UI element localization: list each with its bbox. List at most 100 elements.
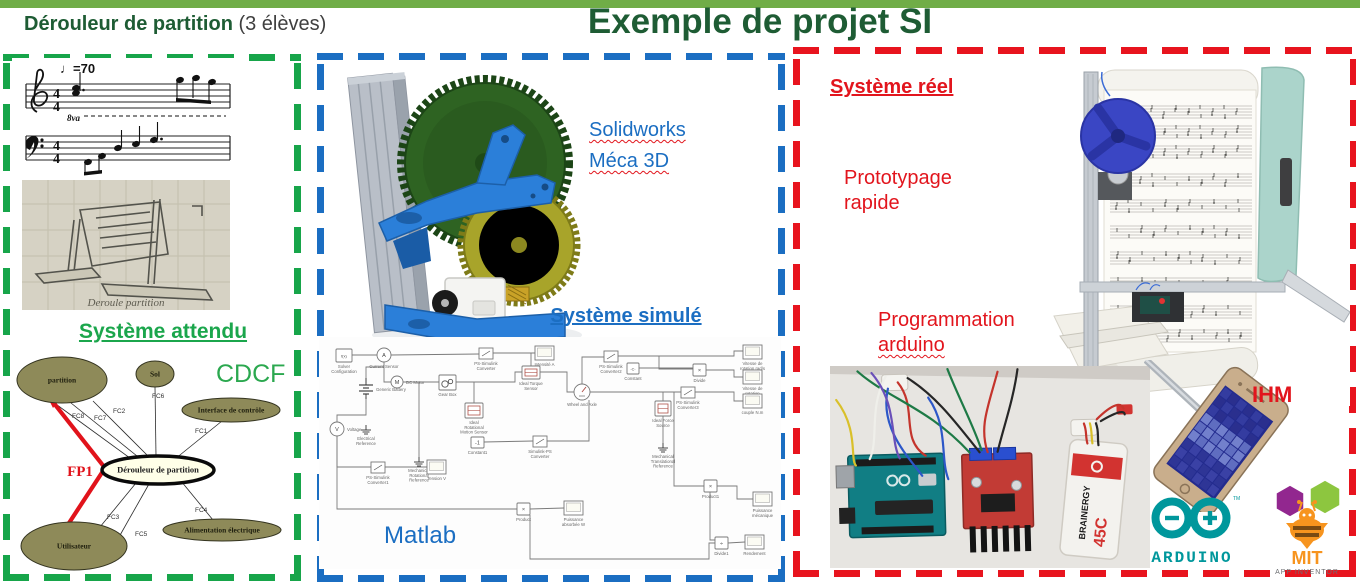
svg-text:Converter: Converter — [477, 366, 496, 371]
label-meca3d: Méca 3D — [589, 150, 670, 172]
svg-text:Converter: Converter — [531, 454, 550, 459]
svg-text:PS-Simulink: PS-Simulink — [366, 475, 390, 480]
bass-time-top: 4 — [53, 139, 60, 154]
svg-text:FC2: FC2 — [113, 408, 126, 415]
svg-text:Reference: Reference — [356, 441, 376, 446]
svg-text:Product1: Product1 — [702, 494, 720, 499]
svg-text:Translational: Translational — [651, 459, 675, 464]
svg-text:Configuration: Configuration — [331, 369, 357, 374]
sketch-photo: Deroule partition — [22, 180, 230, 310]
arduino-photo: BRAINERGY 45C — [830, 366, 1150, 568]
label-solidworks-meca3d: Solidworks Méca 3D — [589, 115, 686, 177]
svg-text:PS-Simulink: PS-Simulink — [599, 364, 623, 369]
svg-text:Ideal: Ideal — [469, 420, 478, 425]
sketch-drawing — [34, 198, 214, 301]
svg-text:Rendement: Rendement — [743, 551, 766, 556]
green-hexagon-icon — [1309, 479, 1341, 515]
heading-systeme-attendu: Système attendu — [78, 320, 248, 343]
device-photo — [1040, 54, 1350, 406]
panel-systeme-attendu: ♩=70 4 4 8va — [3, 54, 301, 581]
blue-spool — [1080, 98, 1156, 174]
svg-text:Puissance: Puissance — [564, 517, 584, 522]
svg-text:Vitesse de: Vitesse de — [743, 386, 764, 391]
phone-photo — [1144, 360, 1289, 512]
border-right — [294, 54, 301, 581]
motor-driver-board — [960, 446, 1035, 553]
electronics — [1132, 282, 1184, 322]
svg-text:f(x): f(x) — [341, 354, 347, 358]
svg-text:×: × — [698, 368, 701, 374]
svg-text:Divide1: Divide1 — [714, 551, 729, 556]
app-screen — [1168, 387, 1271, 497]
lipo-battery: BRAINERGY 45C — [1059, 438, 1129, 560]
border-left — [793, 47, 800, 577]
svg-text:Rotational: Rotational — [464, 425, 483, 430]
svg-text:×: × — [522, 507, 525, 513]
border-left — [317, 53, 324, 582]
svg-text:M: M — [395, 380, 400, 386]
svg-text:V: V — [335, 427, 339, 433]
svg-text:Rotational: Rotational — [409, 473, 428, 478]
svg-text:FP1: FP1 — [67, 464, 93, 480]
bass-clef — [25, 135, 44, 159]
svg-text:partition: partition — [48, 376, 77, 385]
svg-text:Solver: Solver — [338, 364, 351, 369]
music-score-image: ♩=70 4 4 8va — [12, 58, 236, 180]
svg-text:PS-Simulink: PS-Simulink — [474, 361, 498, 366]
rear-leg — [1281, 269, 1350, 323]
treble-clef — [30, 68, 49, 113]
svg-text:Source: Source — [656, 423, 670, 428]
svg-text:-C-: -C- — [630, 367, 636, 371]
svg-text:rotation rad/s: rotation rad/s — [740, 366, 765, 371]
svg-text:FC1: FC1 — [195, 428, 208, 435]
panel-systeme-simule: Solidworks Méca 3D Système simulé f(x)So… — [317, 53, 785, 582]
arduino-logo-icon: TM ARDUINO — [1151, 496, 1240, 567]
border-bottom — [793, 570, 1356, 577]
arduino-board — [835, 452, 947, 539]
page-title: Exemple de projet SI — [587, 2, 933, 41]
cdcf-label: CDCF — [216, 360, 286, 388]
svg-text:Reference: Reference — [653, 464, 673, 469]
svg-text:Simulink-PS: Simulink-PS — [528, 449, 552, 454]
svg-text:Mechanical: Mechanical — [652, 454, 674, 459]
svg-text:FC6: FC6 — [152, 393, 165, 400]
label-programmation: Programmation arduino — [878, 308, 1015, 358]
mit-app-inventor-logo-icon: MIT APP INVENTOR — [1275, 479, 1341, 576]
ottava-marking: 8va — [67, 113, 80, 123]
svg-text:Electrical: Electrical — [357, 436, 374, 441]
subtitle-bold: Dérouleur de partition — [24, 13, 233, 35]
treble-notes — [72, 72, 216, 104]
label-prototypage-line2: rapide — [844, 192, 900, 214]
bee-icon — [1286, 500, 1328, 549]
svg-text:couple N.m: couple N.m — [742, 410, 764, 415]
svg-text:FC8: FC8 — [72, 413, 85, 420]
top-accent-bar — [0, 0, 1360, 8]
svg-text:Current Sensor: Current Sensor — [369, 364, 399, 369]
mit-logo-subtext: APP INVENTOR — [1275, 569, 1339, 576]
minus-icon — [1165, 515, 1179, 521]
svg-text:×: × — [709, 484, 712, 490]
border-top — [317, 53, 785, 60]
arduino-tm: TM — [1233, 496, 1240, 502]
time-sig-top: 4 — [53, 87, 60, 102]
svg-text:Tension V: Tension V — [427, 476, 446, 481]
svg-text:Puissance: Puissance — [753, 508, 773, 513]
border-top — [793, 47, 1356, 54]
border-bottom — [3, 574, 301, 581]
svg-text:Converter3: Converter3 — [677, 405, 699, 410]
svg-text:Sensor: Sensor — [524, 386, 538, 391]
svg-text:Divide: Divide — [694, 378, 707, 383]
tempo-marking: ♩=70 — [60, 61, 95, 76]
svg-text:Interface de contrôle: Interface de contrôle — [198, 406, 265, 415]
svg-text:Converter1: Converter1 — [367, 480, 389, 485]
border-bottom — [317, 575, 785, 582]
blue-bracket — [378, 124, 556, 269]
svg-text:Alimentation électrique: Alimentation électrique — [184, 526, 260, 535]
svg-text:Constant: Constant — [624, 376, 642, 381]
cad-image — [347, 72, 582, 347]
svg-text:Intensité A: Intensité A — [534, 362, 554, 367]
sketch-caption: Deroule partition — [87, 297, 165, 309]
svg-text:÷: ÷ — [720, 541, 723, 547]
smartphone — [1153, 366, 1289, 512]
